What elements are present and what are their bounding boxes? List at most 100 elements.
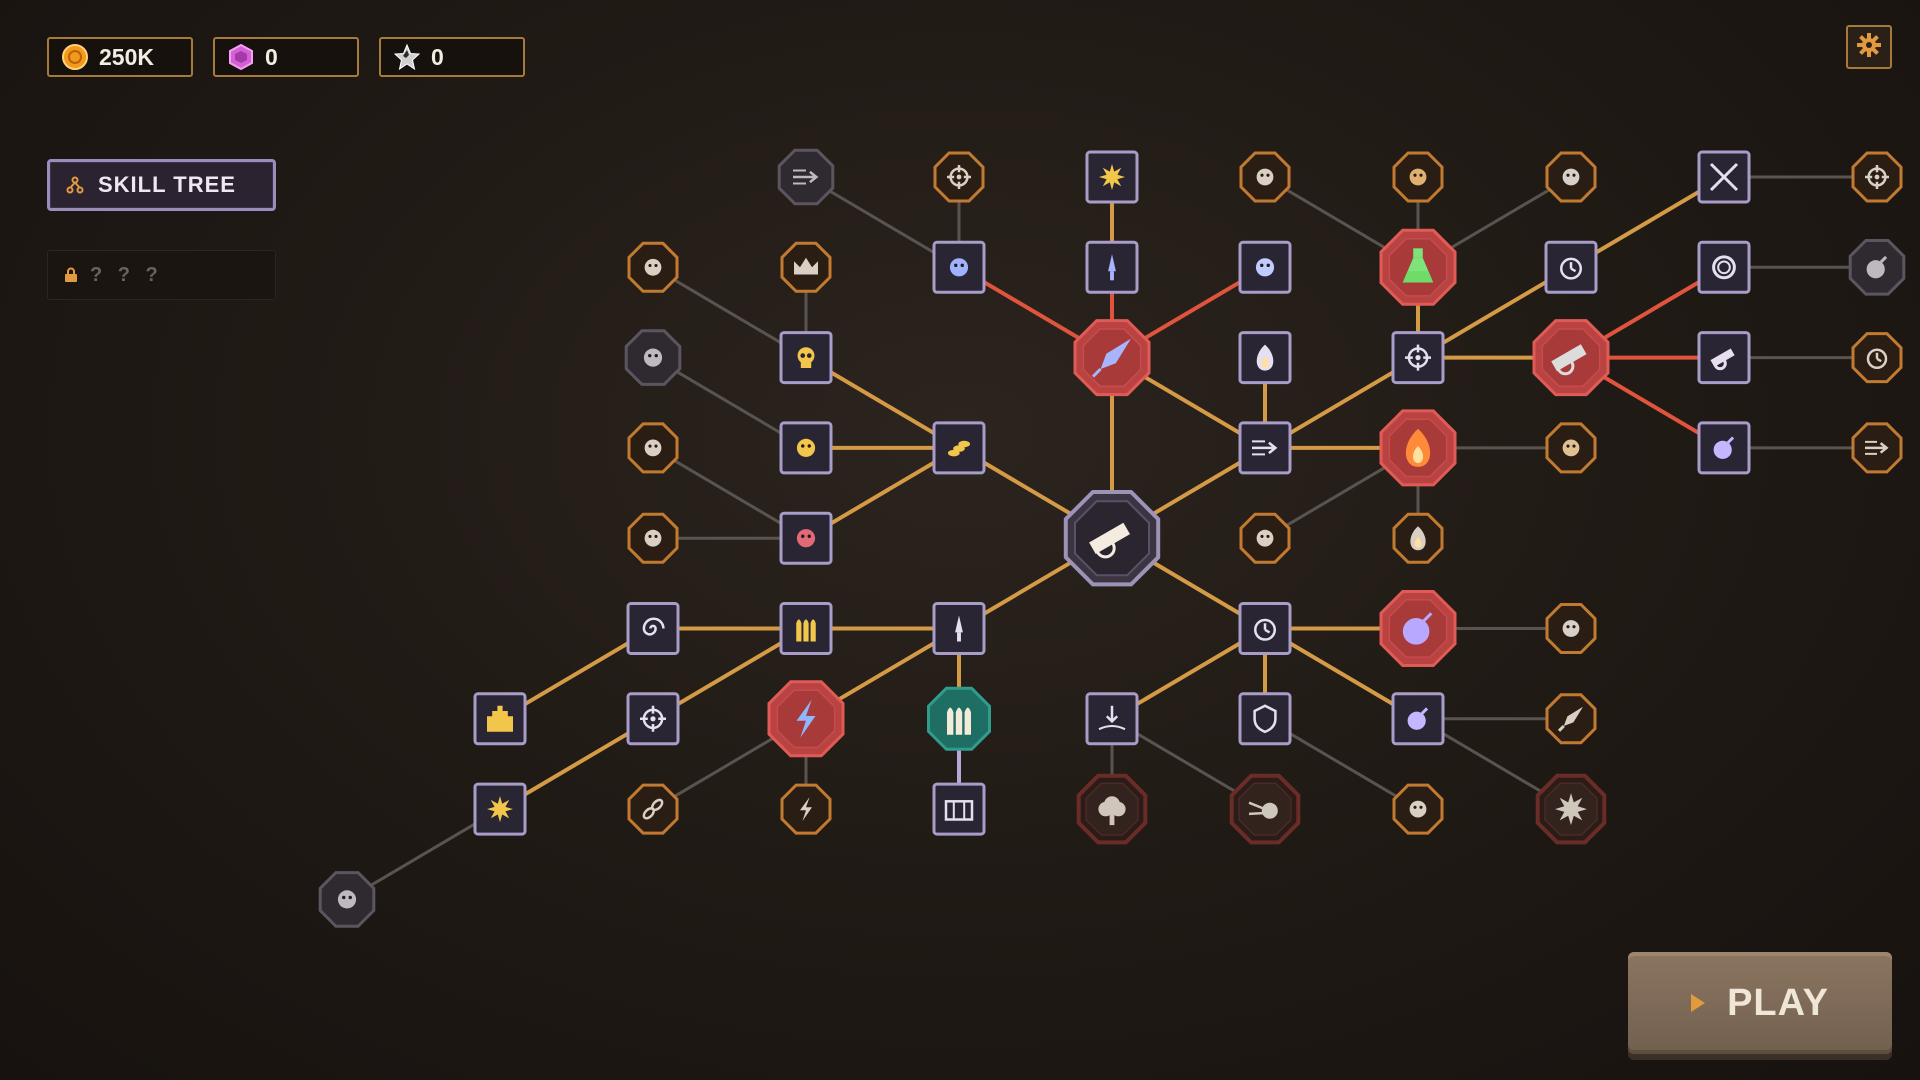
currency-star: 0 — [379, 37, 525, 77]
skill-node-crate[interactable] — [932, 782, 986, 836]
skill-node-bomb-purple[interactable] — [1697, 421, 1751, 475]
skill-node-fire[interactable] — [1379, 409, 1457, 487]
tab-locked-label: ? ? ? — [90, 263, 163, 286]
skill-node-comet[interactable] — [1229, 773, 1301, 845]
skill-node-swords[interactable] — [1697, 150, 1751, 204]
crate-icon — [944, 800, 974, 821]
skill-node-rocketlauncher[interactable] — [1532, 319, 1610, 397]
potion-icon — [1402, 248, 1434, 283]
skill-node-rubble[interactable] — [1545, 151, 1597, 203]
skill-node-explosion[interactable] — [473, 782, 527, 836]
skill-node-bomb-big[interactable] — [1379, 590, 1457, 667]
skill-node-mech[interactable] — [1392, 151, 1444, 203]
skill-node-cannon-small[interactable] — [1697, 331, 1751, 385]
gear-icon — [1856, 32, 1882, 63]
skill-node-lightning[interactable] — [767, 680, 845, 758]
shards-icon — [949, 258, 969, 277]
currency-gem-value: 0 — [265, 43, 278, 70]
play-button[interactable]: PLAY — [1628, 952, 1892, 1054]
skill-node-anvil[interactable] — [1545, 603, 1597, 654]
chain-icon — [642, 798, 664, 820]
skill-node-wind[interactable] — [627, 422, 679, 474]
skill-node-rocket[interactable] — [1073, 319, 1151, 397]
bullets-icon — [947, 707, 971, 735]
swords-icon — [1709, 162, 1739, 192]
bomb-icon — [1402, 612, 1433, 645]
skill-node-golem[interactable] — [1392, 783, 1444, 835]
skill-node-missile[interactable] — [1085, 240, 1139, 294]
skill-node-bullets-teal[interactable] — [927, 686, 991, 751]
beast-icon — [644, 258, 662, 276]
skill-node-crosshair-mid[interactable] — [1391, 331, 1445, 385]
skill-node-timer-b[interactable] — [1851, 332, 1903, 384]
skill-node-coins[interactable] — [932, 421, 986, 475]
skill-node-timer-a[interactable] — [1544, 240, 1598, 294]
wind-icon — [644, 439, 662, 457]
skill-node-drop[interactable] — [1085, 692, 1139, 746]
settings-button[interactable] — [1846, 25, 1892, 69]
play-arrow-icon — [1691, 994, 1706, 1012]
skill-node-ammo[interactable] — [779, 602, 833, 655]
mech-icon — [1409, 168, 1427, 186]
skill-node-chain[interactable] — [627, 783, 679, 835]
skill-node-dagger[interactable] — [932, 602, 986, 655]
skill-node-core[interactable] — [1063, 490, 1161, 587]
skill-node-pipe[interactable] — [1238, 240, 1292, 294]
coin-icon — [60, 42, 90, 72]
skill-node-nuke[interactable] — [1535, 773, 1607, 845]
cloud-icon — [1098, 796, 1126, 826]
golem-icon — [1409, 800, 1427, 818]
skill-node-mushroom[interactable] — [1076, 773, 1148, 845]
rocket-launcher-icon — [1551, 344, 1587, 376]
skill-node-thunder[interactable] — [780, 783, 832, 835]
skill-node-mouth[interactable] — [1239, 151, 1291, 203]
skill-node-bomb-small[interactable] — [1391, 692, 1445, 746]
skill-node-target-arrow[interactable] — [626, 692, 680, 746]
skill-node-monster[interactable] — [779, 511, 833, 565]
tab-skill-tree[interactable]: SKILL TREE — [47, 159, 276, 211]
skill-node-scroll[interactable] — [779, 421, 833, 475]
skill-node-rocket-orange[interactable] — [1545, 693, 1597, 745]
pipe-icon — [1255, 258, 1275, 277]
spread-icon — [793, 169, 819, 185]
skill-node-flame-small[interactable] — [1392, 512, 1444, 564]
target-icon — [640, 705, 666, 732]
bomb-icon — [1866, 255, 1888, 279]
skill-node-crown[interactable] — [780, 241, 832, 293]
skill-node-horn[interactable] — [318, 871, 376, 928]
flames-icon — [1256, 344, 1274, 371]
skill-node-castle[interactable] — [473, 692, 527, 746]
monster-icon — [796, 529, 816, 548]
skill-node-arrows[interactable] — [1851, 422, 1903, 474]
burst-icon — [1099, 164, 1125, 190]
skill-node-beast[interactable] — [627, 241, 679, 293]
skill-node-burst-top[interactable] — [1085, 150, 1139, 204]
skill-node-meat[interactable] — [627, 512, 679, 564]
skill-node-crosshair-top[interactable] — [933, 151, 985, 203]
ring-icon — [1712, 255, 1736, 280]
shield-icon — [1253, 704, 1277, 734]
coins-icon — [947, 440, 971, 457]
skill-node-speed[interactable] — [1238, 421, 1292, 475]
skill-node-vortex[interactable] — [626, 602, 680, 655]
skill-node-flames-b[interactable] — [1238, 331, 1292, 385]
skill-node-skull[interactable] — [779, 331, 833, 385]
skill-node-dragon[interactable] — [1239, 512, 1291, 564]
skill-node-potion[interactable] — [1379, 228, 1457, 306]
skill-node-shield[interactable] — [1238, 692, 1292, 746]
timer-icon — [1866, 348, 1888, 370]
skill-node-clock-down[interactable] — [1238, 602, 1292, 655]
skill-node-wizard[interactable] — [1545, 422, 1597, 474]
skill-node-bomb-dark[interactable] — [1848, 239, 1906, 296]
tab-locked[interactable]: ? ? ? — [47, 250, 276, 300]
skill-node-arrow-spread[interactable] — [777, 148, 835, 206]
skill-node-ring[interactable] — [1697, 240, 1751, 294]
skill-node-bat[interactable] — [624, 329, 682, 386]
nuke-icon — [1555, 793, 1587, 826]
tab-skill-tree-label: SKILL TREE — [98, 172, 236, 197]
skill-node-target-ring[interactable] — [1851, 151, 1903, 203]
skill-node-shards[interactable] — [932, 240, 986, 294]
currency-star-value: 0 — [431, 43, 444, 70]
rocket-icon — [1557, 706, 1583, 732]
